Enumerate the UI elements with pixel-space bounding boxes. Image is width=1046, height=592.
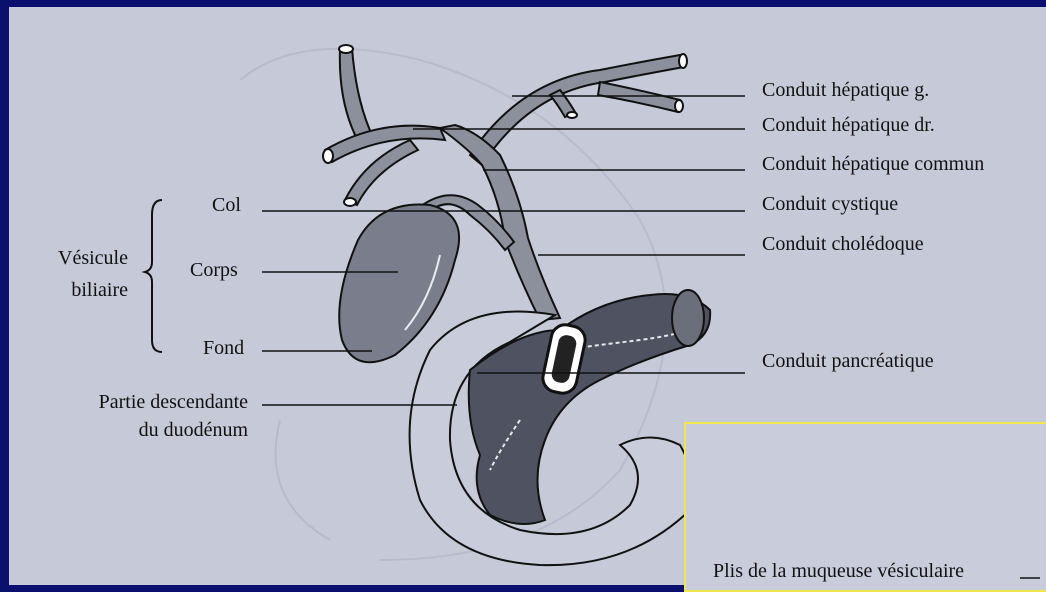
left-hepatic-main <box>470 55 684 165</box>
label-partie-descendante: Partie descendante <box>40 391 248 413</box>
label-plis-muqueuse: Plis de la muqueuse vésiculaire <box>713 560 964 582</box>
gallbladder-bracket <box>145 200 162 352</box>
label-conduit-cystique: Conduit cystique <box>762 193 898 215</box>
label-fond: Fond <box>203 337 244 359</box>
left-hepatic-side-branch <box>598 82 680 112</box>
label-conduit-hepatique-commun: Conduit hépatique commun <box>762 153 984 175</box>
label-biliaire: biliaire <box>40 279 128 301</box>
label-conduit-choledoque: Conduit cholédoque <box>762 233 924 255</box>
left-hepatic-upper-branch <box>340 48 372 145</box>
label-du-duodenum: du duodénum <box>40 419 248 441</box>
label-conduit-hepatique-g: Conduit hépatique g. <box>762 79 929 101</box>
label-vesicule: Vésicule <box>40 247 128 269</box>
plis-leader-line <box>1020 568 1040 588</box>
label-conduit-hepatique-dr: Conduit hépatique dr. <box>762 114 935 136</box>
label-corps: Corps <box>190 259 238 281</box>
label-conduit-pancreatique: Conduit pancréatique <box>762 350 934 372</box>
label-col: Col <box>212 194 241 216</box>
common-bile-duct <box>440 125 560 320</box>
